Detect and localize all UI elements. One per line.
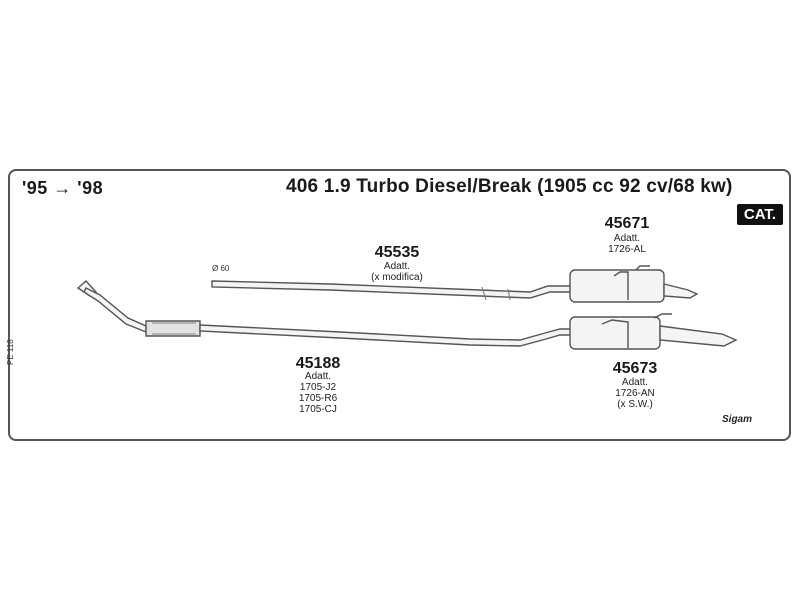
part-number-45673: 45673 xyxy=(612,360,658,377)
note-line: Adatt. xyxy=(383,261,411,272)
cat-badge: CAT. xyxy=(737,204,783,225)
note-line: 1705-J2 xyxy=(299,382,337,393)
note-line: Adatt. xyxy=(613,233,641,244)
note-line: (x modifica) xyxy=(371,272,423,283)
note-line: 1726-AL xyxy=(608,244,646,255)
rear-silencer-45673 xyxy=(569,313,738,350)
part-notes-45188: Adatt. 1705-J2 1705-R6 1705-CJ xyxy=(273,371,363,415)
vehicle-title: 406 1.9 Turbo Diesel/Break (1905 cc 92 c… xyxy=(286,176,733,197)
mid-pipe-45535 xyxy=(211,280,573,301)
note-line: (x S.W.) xyxy=(617,399,653,410)
model-years: '95 → '98 xyxy=(22,178,104,198)
part-notes-45673: Adatt. 1726-AN (x S.W.) xyxy=(590,377,680,410)
rear-silencer-45671 xyxy=(569,265,699,303)
part-number-45535: 45535 xyxy=(374,244,420,261)
part-number-45188: 45188 xyxy=(295,355,341,372)
part-notes-45535: Adatt. (x modifica) xyxy=(352,261,442,283)
note-line: 1726-AN xyxy=(615,388,655,399)
part-number-45671: 45671 xyxy=(604,215,650,232)
pipe-diameter-label: Ø 60 xyxy=(212,264,230,273)
note-line: 1705-CJ xyxy=(299,404,337,415)
side-code: PE 118 xyxy=(6,339,15,365)
note-line: 1705-R6 xyxy=(298,393,338,404)
note-line: Adatt. xyxy=(621,377,649,388)
brand-logo: Sigam xyxy=(722,414,753,425)
front-pipe-45188 xyxy=(76,280,573,347)
part-notes-45671: Adatt. 1726-AL xyxy=(582,233,672,255)
diagram-panel xyxy=(8,169,791,441)
note-line: Adatt. xyxy=(304,371,332,382)
